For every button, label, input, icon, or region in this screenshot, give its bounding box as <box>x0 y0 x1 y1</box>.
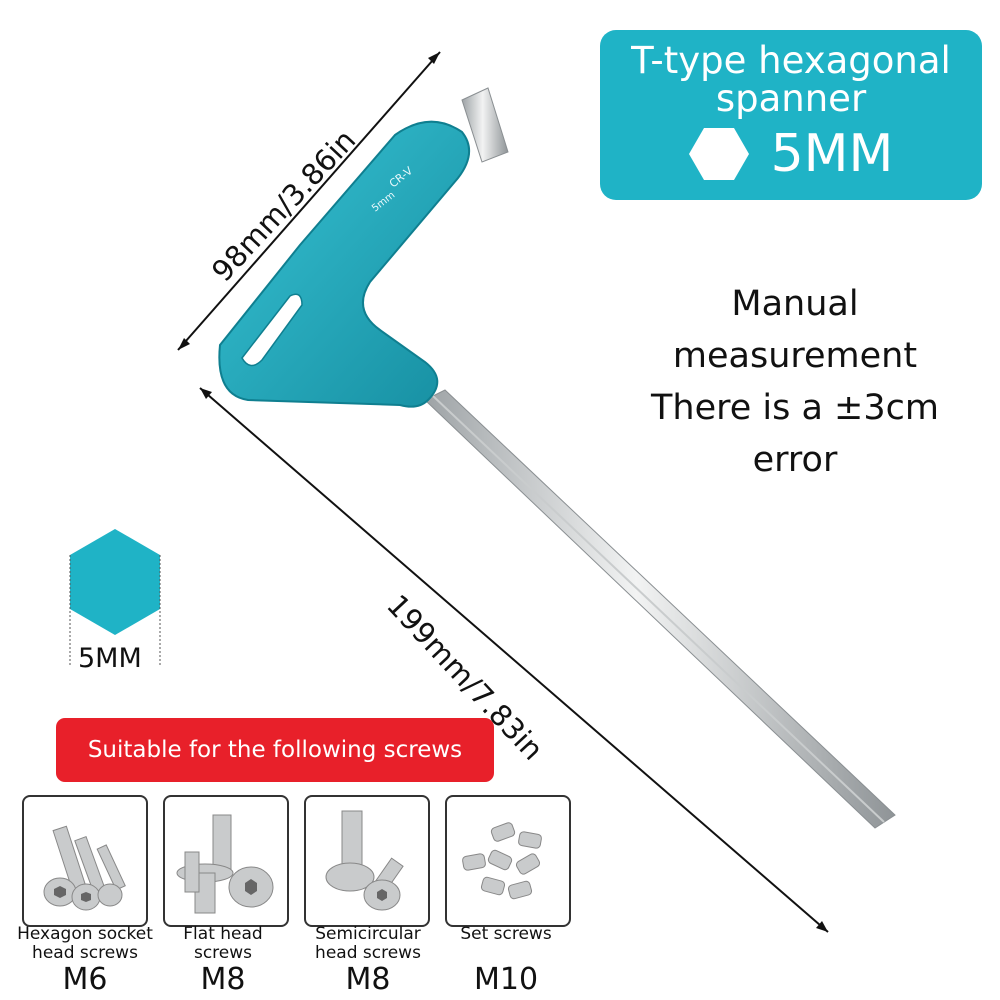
note-line-1: Manual <box>731 284 859 324</box>
screw-card-flat-head <box>163 795 289 927</box>
screw-name-line-1: Hexagon socket <box>17 924 153 944</box>
screw-size-flat-head: M8 <box>200 962 246 997</box>
screw-name-line-2: screws <box>193 943 253 963</box>
screw-size-hex-socket: M6 <box>62 962 108 997</box>
screw-card-semicircular <box>304 795 430 927</box>
note-line-2: measurement <box>672 336 918 376</box>
screw-name-set-screws: Set screws <box>421 925 591 944</box>
hexagon-icon <box>69 529 161 665</box>
screw-name-line-2: head screws <box>32 943 138 963</box>
screw-size-semicircular: M8 <box>345 962 391 997</box>
title-line-1: T-type hexagonal <box>631 39 951 82</box>
title-size-row: 5MM <box>600 126 982 182</box>
hex-size-label: 5MM <box>78 643 142 674</box>
title-badge: T-type hexagonal spanner 5MM <box>600 30 982 200</box>
screw-name-hex-socket: Hexagon socket head screws <box>0 925 170 963</box>
title-size: 5MM <box>770 124 894 184</box>
title-line-2: spanner <box>715 77 867 120</box>
screw-name-semicircular: Semicircular head screws <box>283 925 453 963</box>
hexagon-icon <box>688 128 749 180</box>
screw-name-line-1: Semicircular <box>315 924 421 944</box>
screw-name-flat-head: Flat head screws <box>138 925 308 963</box>
note-line-4: error <box>752 440 838 480</box>
flat-head-screws-image <box>176 814 274 914</box>
wrench-handle: 5mm CR-V <box>218 120 470 408</box>
set-screws-image <box>462 822 542 900</box>
screw-card-set-screws <box>445 795 571 927</box>
screw-name-line-1: Flat head <box>183 924 263 944</box>
handle-dimension-arrow <box>177 51 441 351</box>
screw-name-line-2: head screws <box>315 943 421 963</box>
hex-socket-screws-image <box>43 825 126 911</box>
wrench-top-tip <box>461 87 509 163</box>
screw-name-line-1: Set screws <box>460 924 552 944</box>
measurement-note: Manual measurement There is a ±3cm error <box>620 278 970 486</box>
semicircular-screws-image <box>325 810 404 911</box>
note-line-3: There is a ±3cm <box>651 388 939 428</box>
length-dimension-arrow <box>199 387 829 933</box>
hex-size-swatch: 5MM <box>60 525 170 680</box>
screw-card-hex-socket <box>22 795 148 927</box>
suitable-screws-banner: Suitable for the following screws <box>56 718 494 782</box>
wrench-shaft <box>424 389 896 829</box>
screw-size-set-screws: M10 <box>473 962 539 997</box>
